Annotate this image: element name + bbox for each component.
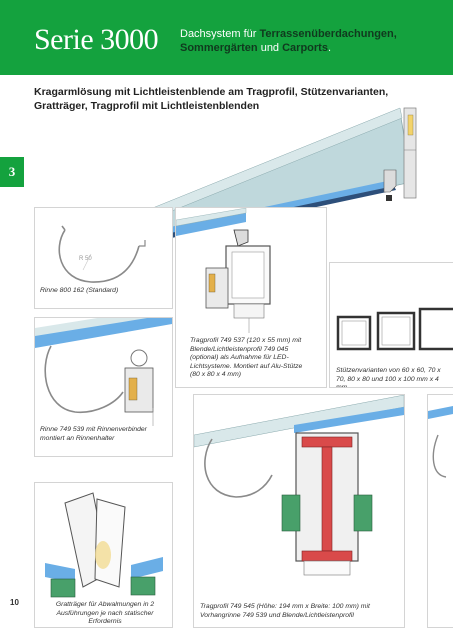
radius-label: R 50 [79,256,92,262]
chapter-tab[interactable]: 3 [0,157,24,187]
panel-grattraeger: Gratträger für Abwalmungen in 2 Ausführu… [34,482,173,628]
stuetzen-drawing [336,307,453,351]
page-number: 10 [10,598,19,607]
series-title: Serie 3000 [34,23,159,56]
panel-right-partial [427,394,453,628]
subtitle-term-2: Sommergärten [180,42,258,54]
header-band: Serie 3000 Dachsystem für Terrassenüberd… [0,0,453,75]
caption-tragprofil-537: Tragprofil 749 537 (120 x 55 mm) mit Ble… [190,337,303,378]
tragprofil-537-drawing [176,208,271,333]
panel-stuetzen: Stützenvarianten von 60 x 60, 70 x 70, 8… [329,262,453,388]
subtitle-mid: und [257,42,283,54]
rinne-539-drawing [35,318,172,426]
panel-rinne-standard: R 50 Rinne 800 162 (Standard) [34,207,173,309]
subtitle-term-3: Carports [282,42,328,54]
rinne-standard-drawing [58,225,146,283]
section-heading: Kragarmlösung mit Lichtleistenblende am … [34,86,389,112]
panel-rinne-539: Rinne 749 539 mit Rinnenverbinder montie… [34,317,173,457]
tragprofil-545-drawing [194,395,404,576]
panel-tragprofil-537: Tragprofil 749 537 (120 x 55 mm) mit Ble… [175,207,327,388]
caption-stuetzen: Stützenvarianten von 60 x 60, 70 x 70, 8… [336,367,441,388]
connector-detail [383,169,397,193]
panel-tragprofil-545: Tragprofil 749 545 (Höhe: 194 mm x Breit… [193,394,405,628]
header-subtitle: Dachsystem für Terrassenüberdachungen, S… [180,27,452,55]
caption-grattraeger: Gratträger für Abwalmungen in 2 Ausführu… [55,601,155,625]
subtitle-term-1: Terrassenüberdachungen, [259,28,397,40]
right-partial-drawing [428,406,453,478]
caption-rinne-539: Rinne 749 539 mit Rinnenverbinder montie… [40,426,147,442]
subtitle-end: . [327,42,332,54]
caption-rinne-standard: Rinne 800 162 (Standard) [40,287,119,294]
caption-tragprofil-545: Tragprofil 749 545 (Höhe: 194 mm x Breit… [200,603,370,619]
subtitle-lead: Dachsystem für [180,28,260,40]
grattraeger-drawing [45,492,163,598]
